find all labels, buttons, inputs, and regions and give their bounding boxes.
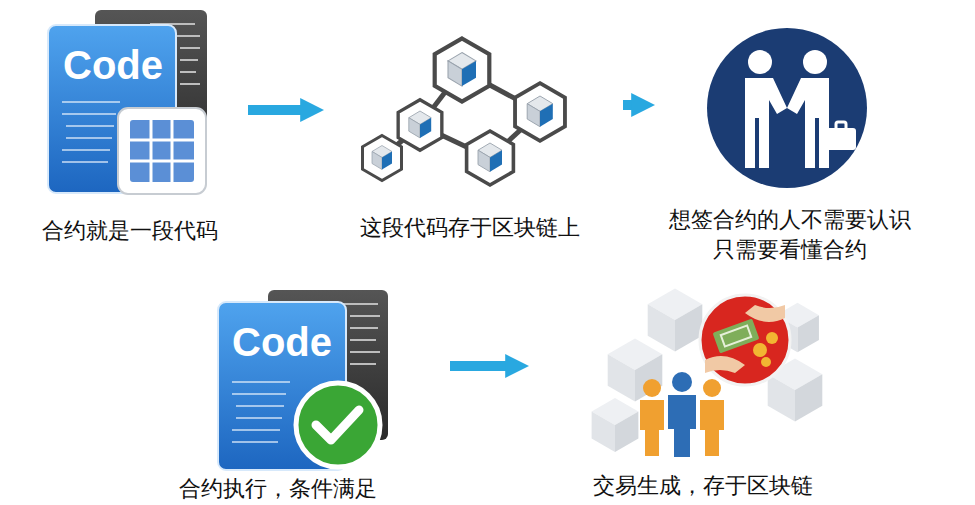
step-node: 这段代码存于区块链上 — [345, 30, 595, 245]
blockchain-icon — [363, 39, 565, 186]
step-caption: 合约执行，条件满足 — [160, 474, 395, 504]
step-node: Code 合约执行，条件满足 — [160, 285, 395, 503]
flow-arrow — [248, 105, 305, 115]
step-caption: 交易生成，存于区块链 — [570, 471, 835, 501]
step-node: 想签合约的人不需要认识 只需要看懂合约 — [662, 25, 918, 270]
step-caption: 这段代码存于区块链上 — [345, 213, 595, 243]
flow-arrow — [623, 100, 636, 110]
step-caption: 想签合约的人不需要认识 只需要看懂合约 — [662, 205, 918, 265]
handshake-icon — [707, 28, 867, 188]
transaction-icon — [592, 289, 823, 458]
code-check-icon — [218, 290, 388, 470]
step-node: Code 合约就是一段代码 — [20, 10, 240, 250]
code-label: Code — [63, 43, 163, 87]
code-icon — [48, 10, 207, 194]
flow-arrow — [450, 361, 510, 371]
step-node: 交易生成，存于区块链 — [570, 285, 835, 500]
code-label: Code — [232, 320, 332, 364]
step-caption: 合约就是一段代码 — [20, 216, 240, 246]
